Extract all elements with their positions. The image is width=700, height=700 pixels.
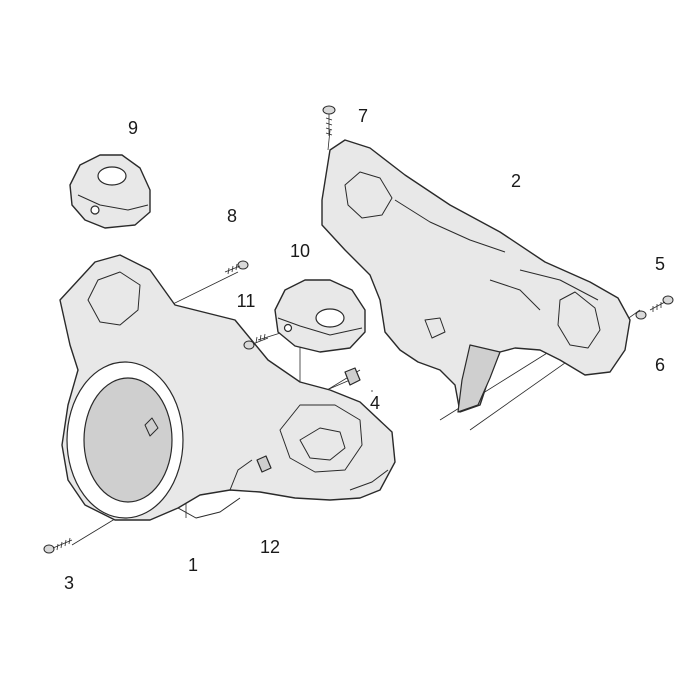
callout-4: 4: [370, 393, 380, 413]
part-8-screw: [224, 260, 249, 275]
callout-5: 5: [655, 254, 665, 274]
callout-9: 9: [128, 118, 138, 138]
callout-12: 12: [260, 537, 280, 557]
part-5-screw: [649, 295, 674, 312]
callout-8: 8: [227, 206, 237, 226]
part-1-front-cover: [59, 254, 396, 521]
callout-2: 2: [511, 171, 521, 191]
callout-7: 7: [358, 106, 368, 126]
part-11-screw: [243, 333, 269, 350]
part-7-screw: [322, 105, 336, 136]
part-10-cap: [274, 279, 366, 353]
part-12-clip: [256, 455, 272, 473]
part-6-washer: [635, 310, 647, 320]
callout-1: 1: [188, 555, 198, 575]
callout-6: 6: [655, 355, 665, 375]
callout-3: 3: [64, 573, 74, 593]
callout-11: 11: [237, 291, 256, 311]
callout-10: 10: [290, 241, 310, 261]
part-9-cap: [69, 154, 151, 229]
callout-labels: 1 2 3 4 5 6 7 8 9 10 11 12: [64, 106, 665, 593]
part-4-clip: [344, 367, 361, 386]
part-3-screw: [43, 537, 73, 554]
part-2-rear-cover: [321, 139, 631, 413]
